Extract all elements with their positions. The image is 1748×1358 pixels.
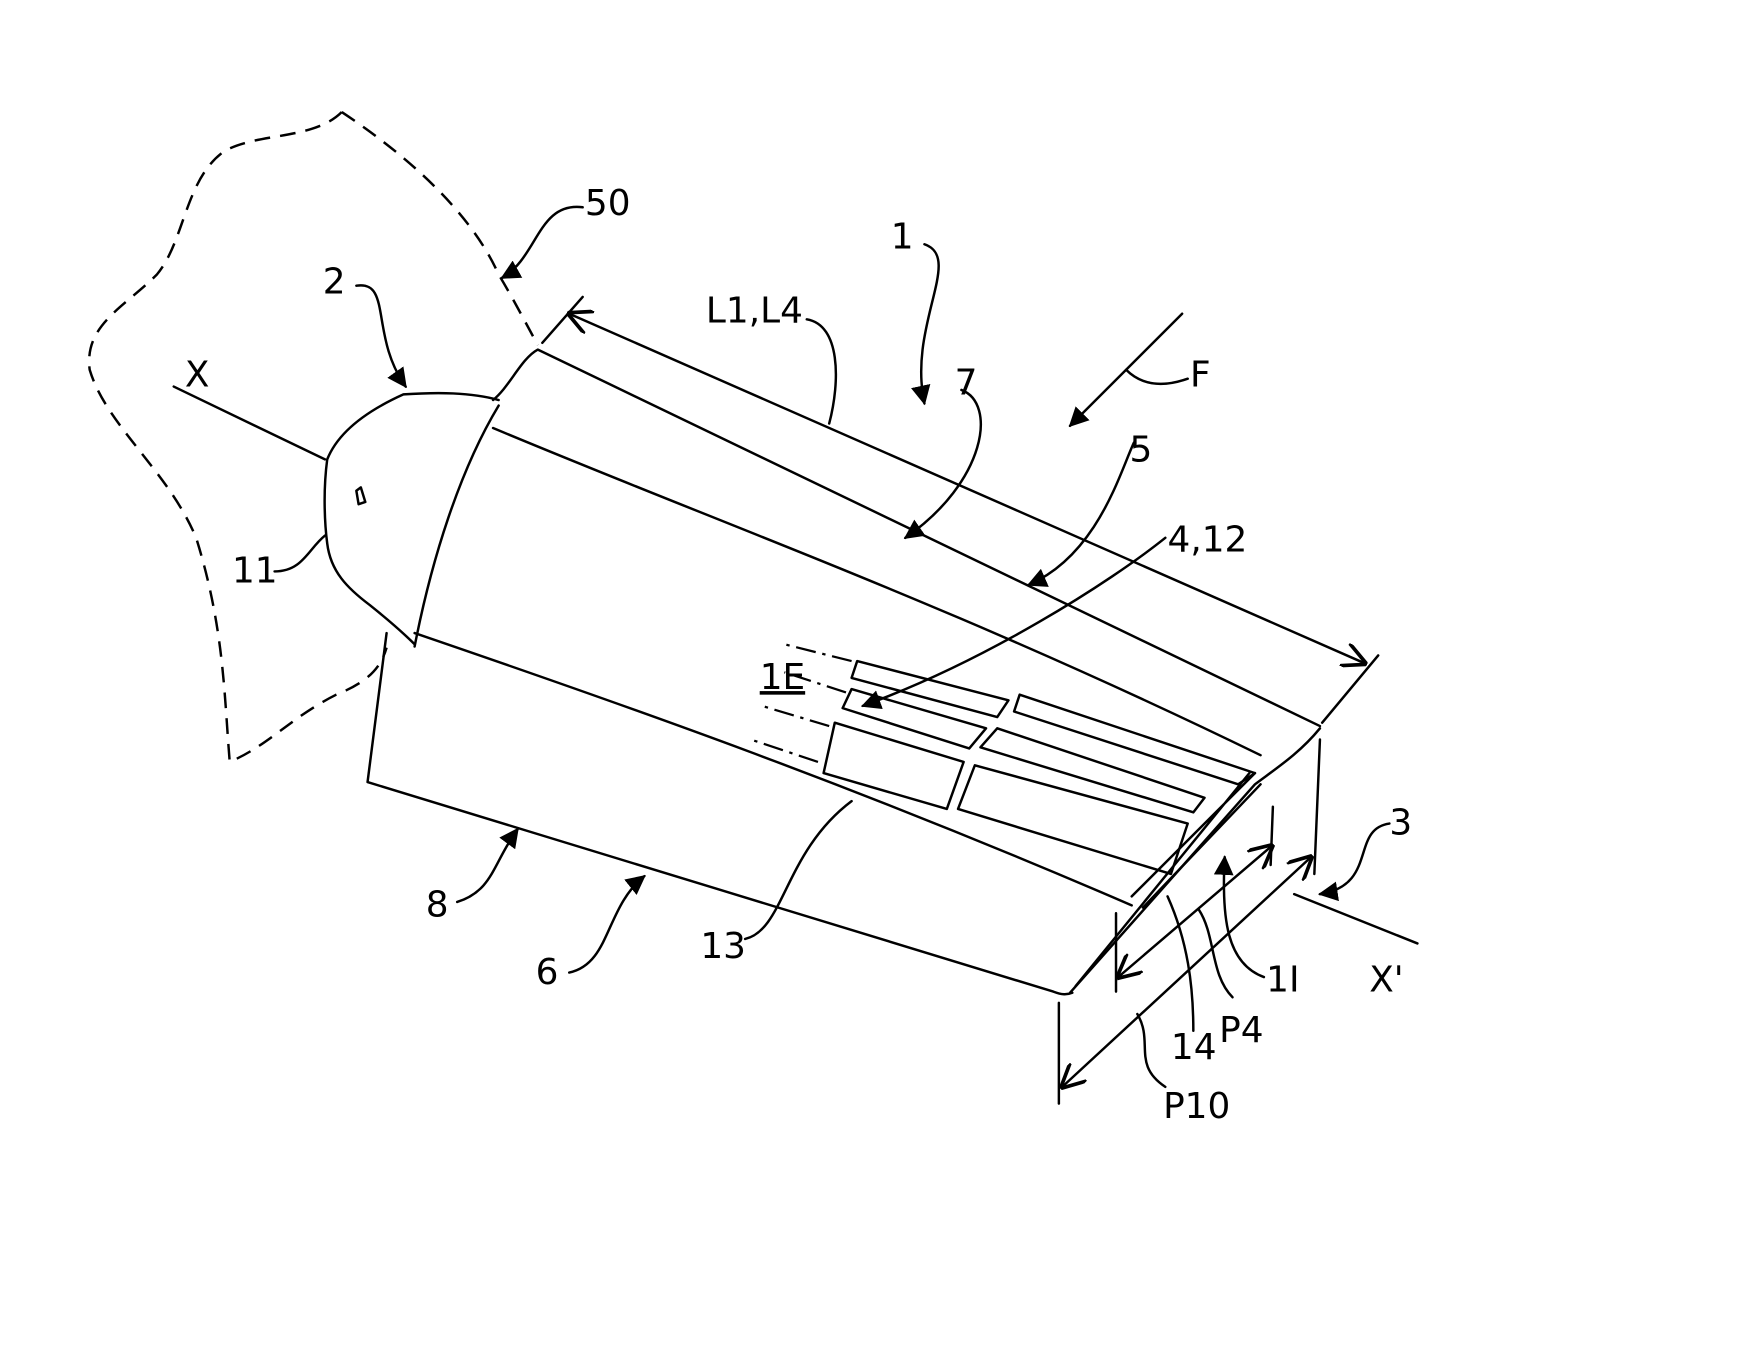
label-5: 5: [1129, 430, 1152, 471]
label-8: 8: [426, 885, 449, 926]
label-axis-x: X: [185, 355, 210, 396]
support-outline-dashed: [87, 111, 388, 764]
trailing-edge: [1068, 727, 1322, 994]
label-6: 6: [536, 952, 559, 993]
label-2: 2: [323, 262, 346, 303]
leader-lines: [273, 205, 1391, 1089]
nose-mark: [355, 486, 367, 506]
dimension-P4: [1118, 846, 1272, 977]
label-13: 13: [700, 926, 746, 967]
label-4-12: 4,12: [1168, 519, 1248, 560]
label-L1-L4: L1,L4: [706, 291, 803, 332]
nose-cap: [323, 391, 500, 646]
label-11: 11: [232, 551, 278, 592]
label-50: 50: [585, 183, 631, 224]
support-outline-dashed-right: [341, 111, 539, 346]
nose-cap-edge: [413, 404, 500, 648]
label-1E: 1E: [760, 657, 805, 698]
body-line-lower: [413, 631, 1133, 907]
label-P4: P4: [1219, 1010, 1263, 1051]
axis-line-x: [172, 385, 327, 461]
label-F: F: [1190, 355, 1211, 396]
label-1I: 1I: [1266, 960, 1299, 1001]
body-line-7: [491, 426, 1262, 757]
panel-grid: [750, 643, 1257, 876]
trailing-face-vertical: [1313, 738, 1322, 876]
label-14: 14: [1171, 1027, 1217, 1068]
dimension-extension: [541, 295, 1380, 724]
label-axis-x-prime: X': [1369, 960, 1403, 1001]
label-3: 3: [1389, 803, 1412, 844]
axis-line-x-prime: [1292, 892, 1419, 945]
body-top-edge: [491, 348, 1322, 728]
label-7: 7: [955, 362, 978, 403]
dimension-L1-L4: [569, 314, 1365, 664]
label-P10: P10: [1163, 1086, 1230, 1127]
label-1: 1: [891, 217, 914, 258]
